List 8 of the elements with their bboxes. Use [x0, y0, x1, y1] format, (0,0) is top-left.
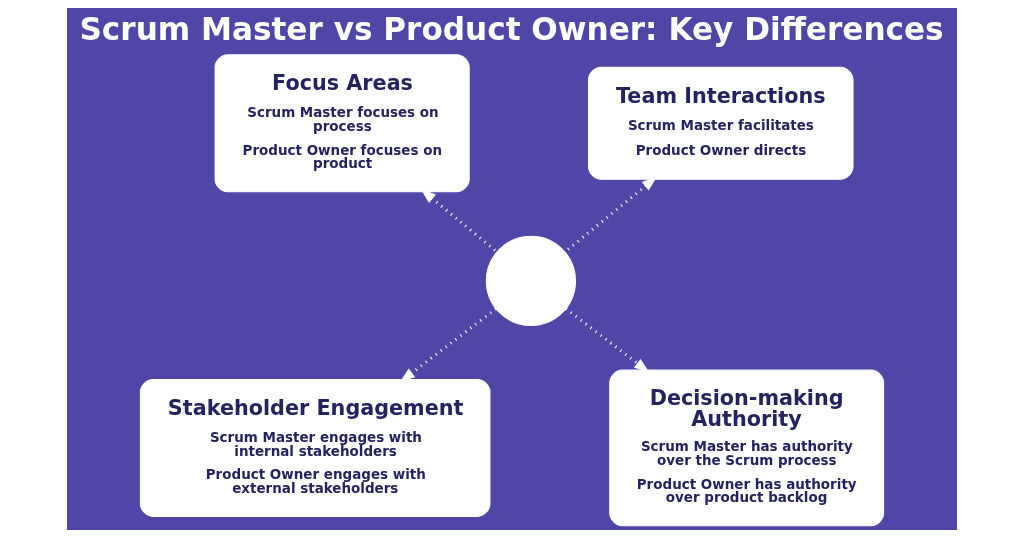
diagram-title: Scrum Master vs Product Owner: Key Differences: [79, 11, 944, 48]
node-circle: [485, 235, 577, 327]
node-box: Focus Areas Scrum Master focuses on process Product Owner focuses on product: [214, 54, 470, 193]
node-box: Stakeholder Engagement Scrum Master engages with internal stakeholders Product Owner engages with external stakeholders: [139, 378, 491, 517]
node-box: Team Interactions Scrum Master facilitates Product Owner directs: [588, 66, 854, 180]
arrow: [565, 307, 650, 373]
node-box: Decision-making Authority Scrum Master has authority over the Scrum process Product Owner has authority over product backlog: [609, 369, 885, 527]
arrow: [420, 188, 498, 253]
